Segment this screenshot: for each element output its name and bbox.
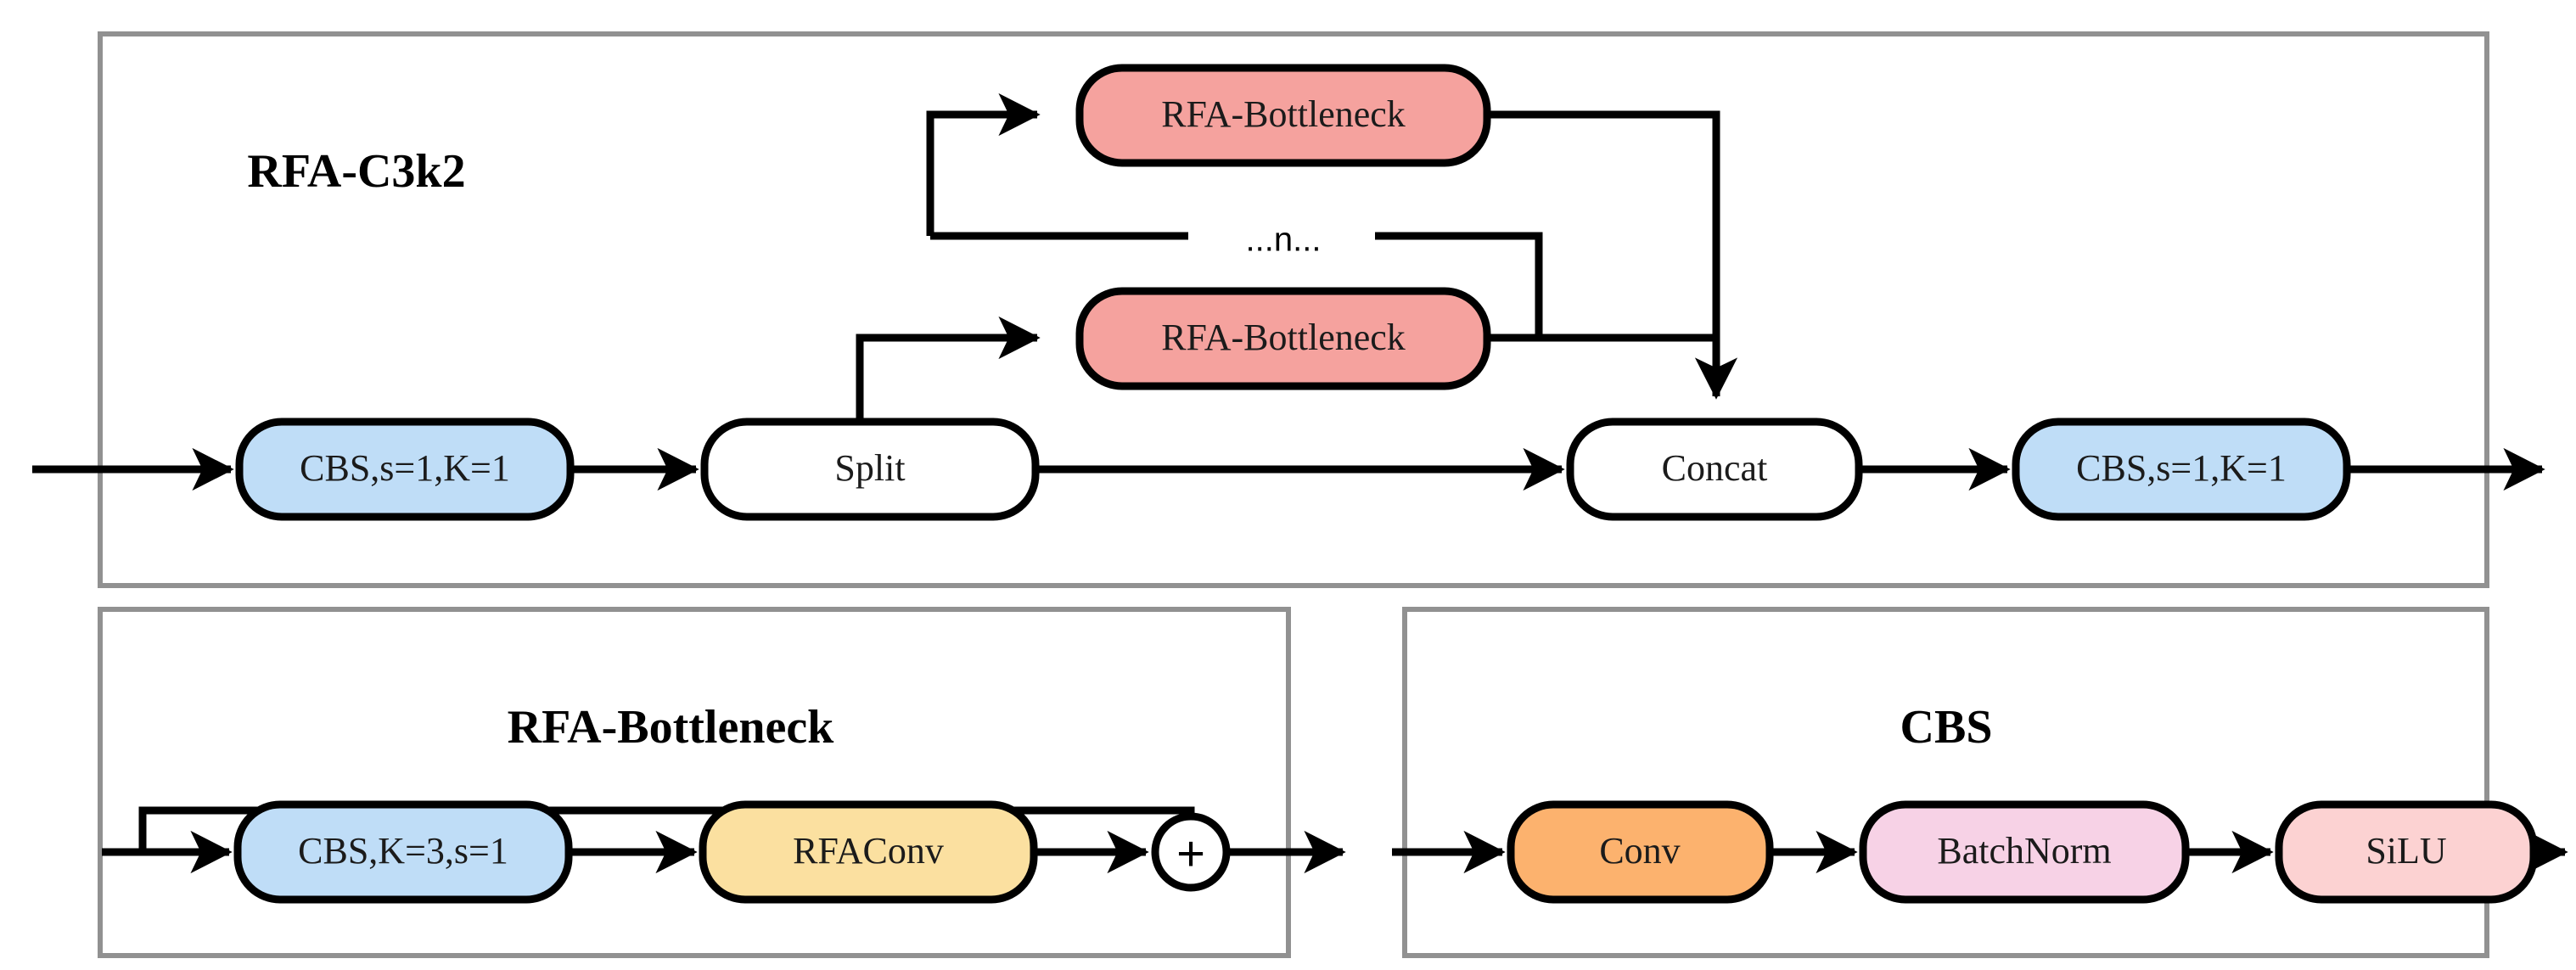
panel-cbs: CBS Conv BatchNorm SiLU (1392, 607, 2568, 958)
node-silu-label: SiLU (2366, 830, 2446, 872)
panel-rfa-c3k2-border (98, 31, 2489, 588)
panel-rfa-bottleneck-title: RFA-Bottleneck (508, 701, 835, 754)
panel-cbs-border (1402, 607, 2489, 958)
node-cbs-k3-label: CBS,K=3,s=1 (298, 830, 508, 872)
wire-split-to-bneck-lower (856, 316, 1041, 422)
node-batchnorm-label: BatchNorm (1937, 830, 2111, 872)
wire-repeat-right (1375, 232, 1543, 338)
node-concat-label: Concat (1662, 447, 1768, 489)
node-bneck-lower-label: RFA-Bottleneck (1161, 317, 1406, 358)
node-residual-add-label: + (1176, 827, 1205, 882)
wire-bneck-upper-to-concat (1487, 110, 1738, 400)
node-conv-label: Conv (1599, 830, 1680, 872)
node-split-label: Split (834, 447, 905, 489)
panel-rfa-bottleneck-border (98, 607, 1291, 958)
repeat-count-label: ...n... (1246, 221, 1322, 259)
panel-rfa-c3k2-title: RFA-C3k2 (247, 145, 465, 198)
node-cbs-in-label: CBS,s=1,K=1 (300, 447, 510, 489)
panel-cbs-title: CBS (1900, 701, 1993, 754)
panel-rfa-bottleneck: RFA-Bottleneck CBS,K=3,s=1 RFAConv + (98, 607, 1346, 958)
node-bneck-upper-label: RFA-Bottleneck (1161, 93, 1406, 135)
node-cbs-out-label: CBS,s=1,K=1 (2076, 447, 2287, 489)
panel-rfa-c3k2: RFA-C3k2 CBS,s=1,K=1 Split RFA-Bottlenec… (32, 31, 2545, 588)
node-rfaconv-label: RFAConv (793, 830, 944, 872)
wire-split-to-bneck-upper (926, 93, 1041, 236)
